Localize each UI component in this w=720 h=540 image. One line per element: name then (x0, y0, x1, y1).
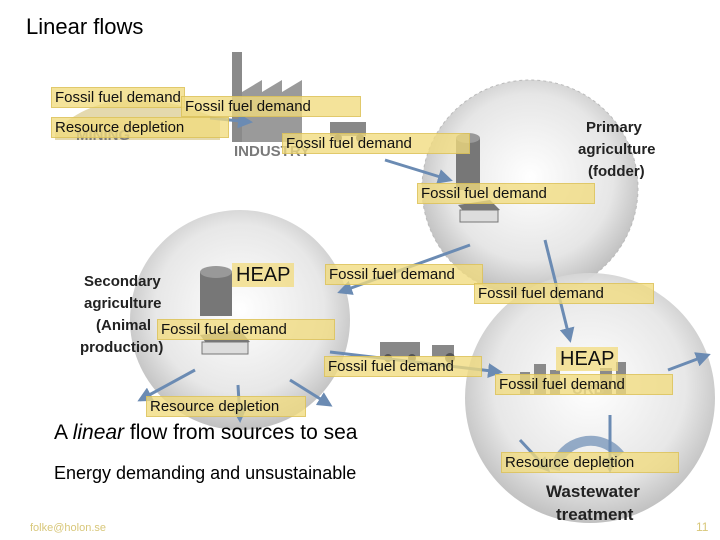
heap-label-right: HEAP (556, 347, 619, 371)
tag-fossil-fuel-demand-9: Fossil fuel demand (495, 374, 673, 395)
arrow-industry-to-primary (384, 158, 453, 184)
secondary-agriculture-label-2: agriculture (84, 295, 162, 312)
tag-fossil-fuel-demand-6: Fossil fuel demand (474, 283, 654, 304)
primary-agriculture-label-3: (fodder) (588, 163, 645, 180)
heap-label-left: HEAP (232, 263, 295, 287)
wastewater-label-1: Wastewater (546, 482, 640, 501)
secondary-agriculture-label-3: (Animal (96, 317, 152, 334)
tag-resource-depletion-1: Resource depletion (51, 117, 229, 138)
footer-email: folke@holon.se (30, 522, 106, 534)
page-number: 11 (696, 520, 709, 534)
tag-resource-depletion-3: Resource depletion (501, 452, 679, 473)
tag-fossil-fuel-demand-2: Fossil fuel demand (181, 96, 361, 117)
arrow-urb-right (667, 352, 711, 372)
tag-fossil-fuel-demand-8: Fossil fuel demand (324, 356, 482, 377)
secondary-agriculture-label-1: Secondary (84, 273, 161, 290)
arrow-secondary-out-right (289, 378, 333, 407)
tag-fossil-fuel-demand-4: Fossil fuel demand (417, 183, 595, 204)
wastewater-label-2: treatment (556, 505, 634, 524)
tag-fossil-fuel-demand-1: Fossil fuel demand (51, 87, 185, 108)
slide-title: Linear flows (26, 14, 144, 39)
primary-agriculture-label-1: Primary (586, 119, 642, 136)
subtitle-prefix: A (54, 421, 73, 444)
tag-resource-depletion-2: Resource depletion (146, 396, 306, 417)
secondary-agriculture-label-4: production) (80, 339, 164, 356)
tag-fossil-fuel-demand-3: Fossil fuel demand (282, 133, 470, 154)
arrow-secondary-out-left (137, 368, 196, 402)
tag-fossil-fuel-demand-5: Fossil fuel demand (325, 264, 483, 285)
primary-agriculture-label-2: agriculture (578, 141, 656, 158)
slide-caption: Energy demanding and unsustainable (54, 463, 357, 483)
subtitle-emphasis: linear (72, 421, 125, 444)
tag-fossil-fuel-demand-7: Fossil fuel demand (157, 319, 335, 340)
subtitle-suffix: flow from sources to sea (124, 421, 358, 444)
slide-subtitle: A linear flow from sources to sea (54, 421, 357, 445)
silo-icon-left (200, 266, 232, 316)
barn-icon-top (458, 200, 500, 223)
